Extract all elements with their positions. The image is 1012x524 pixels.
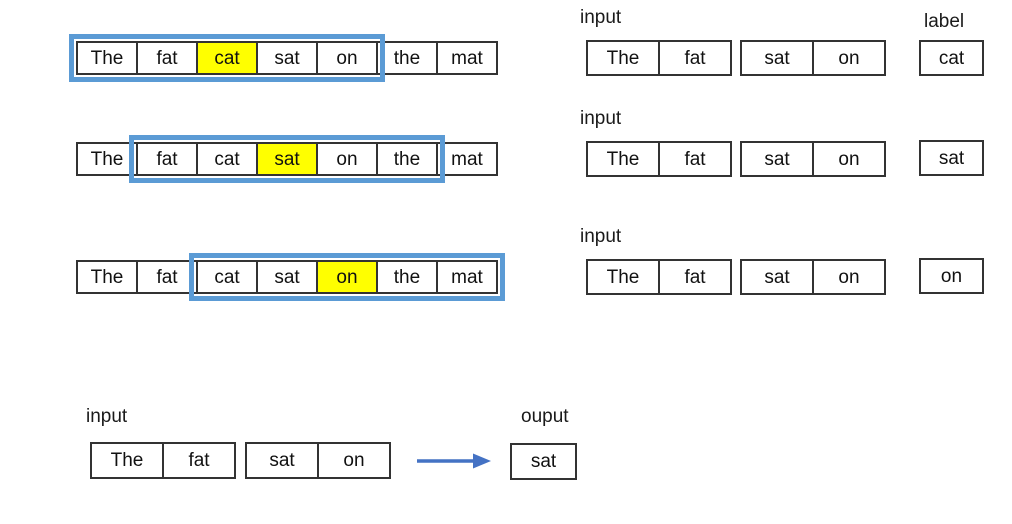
sentence-cell: cat — [196, 260, 258, 294]
label-box: sat — [919, 140, 984, 176]
input-word-cell: fat — [162, 442, 236, 479]
sentence-strip-2: The fat cat sat on the mat — [76, 135, 498, 183]
input-pair-box: sat on — [740, 259, 886, 295]
label-caption: label — [924, 11, 965, 32]
input-word-cell: The — [586, 40, 660, 76]
sentence-cell: on — [316, 142, 378, 176]
input-word-cell: The — [586, 141, 660, 177]
sentence-cell: The — [76, 142, 138, 176]
sentence-cell-highlighted: sat — [256, 142, 318, 176]
input-caption: input — [86, 406, 128, 427]
sentence-cell-highlighted: on — [316, 260, 378, 294]
input-pair-box: The fat — [586, 259, 732, 295]
input-word-cell: The — [586, 259, 660, 295]
input-word-cell: sat — [740, 259, 814, 295]
input-caption: input — [580, 7, 622, 28]
input-caption: input — [580, 108, 622, 129]
sentence-cell: sat — [256, 41, 318, 75]
input-word-cell: on — [812, 259, 886, 295]
output-caption: ouput — [521, 406, 569, 427]
sentence-cell: the — [376, 142, 438, 176]
input-word-cell: on — [812, 141, 886, 177]
input-pair-box: The fat — [586, 40, 732, 76]
input-pair-box: sat on — [740, 141, 886, 177]
sentence-strip-1: The fat cat sat on the mat — [69, 34, 498, 82]
input-word-cell: fat — [658, 259, 732, 295]
sentence-cell: fat — [136, 260, 198, 294]
sentence-cell: on — [316, 41, 378, 75]
input-word-cell: fat — [658, 40, 732, 76]
sentence-cell: sat — [256, 260, 318, 294]
input-pair-box: The fat — [586, 141, 732, 177]
sentence-cell: The — [76, 260, 138, 294]
sentence-cell: mat — [436, 142, 498, 176]
input-word-cell: on — [317, 442, 391, 479]
input-word-cell: sat — [245, 442, 319, 479]
sentence-cell: the — [376, 260, 438, 294]
sentence-cell-highlighted: cat — [196, 41, 258, 75]
input-word-cell: sat — [740, 141, 814, 177]
right-arrow-icon — [413, 450, 495, 472]
sentence-cell: mat — [436, 41, 498, 75]
input-word-cell: fat — [658, 141, 732, 177]
sentence-cell: mat — [436, 260, 498, 294]
input-word-cell: The — [90, 442, 164, 479]
label-box: cat — [919, 40, 984, 76]
sentence-strip-3: The fat cat sat on the mat — [76, 253, 505, 301]
input-pair-box: The fat — [90, 442, 236, 479]
sentence-cell: cat — [196, 142, 258, 176]
input-caption: input — [580, 226, 622, 247]
input-pair-box: sat on — [245, 442, 391, 479]
input-pair-box: sat on — [740, 40, 886, 76]
sentence-cell: fat — [136, 41, 198, 75]
sentence-cell: the — [376, 41, 438, 75]
sentence-cell: fat — [136, 142, 198, 176]
input-word-cell: sat — [740, 40, 814, 76]
input-word-cell: on — [812, 40, 886, 76]
sentence-cell: The — [76, 41, 138, 75]
output-box: sat — [510, 443, 577, 480]
label-box: on — [919, 258, 984, 294]
